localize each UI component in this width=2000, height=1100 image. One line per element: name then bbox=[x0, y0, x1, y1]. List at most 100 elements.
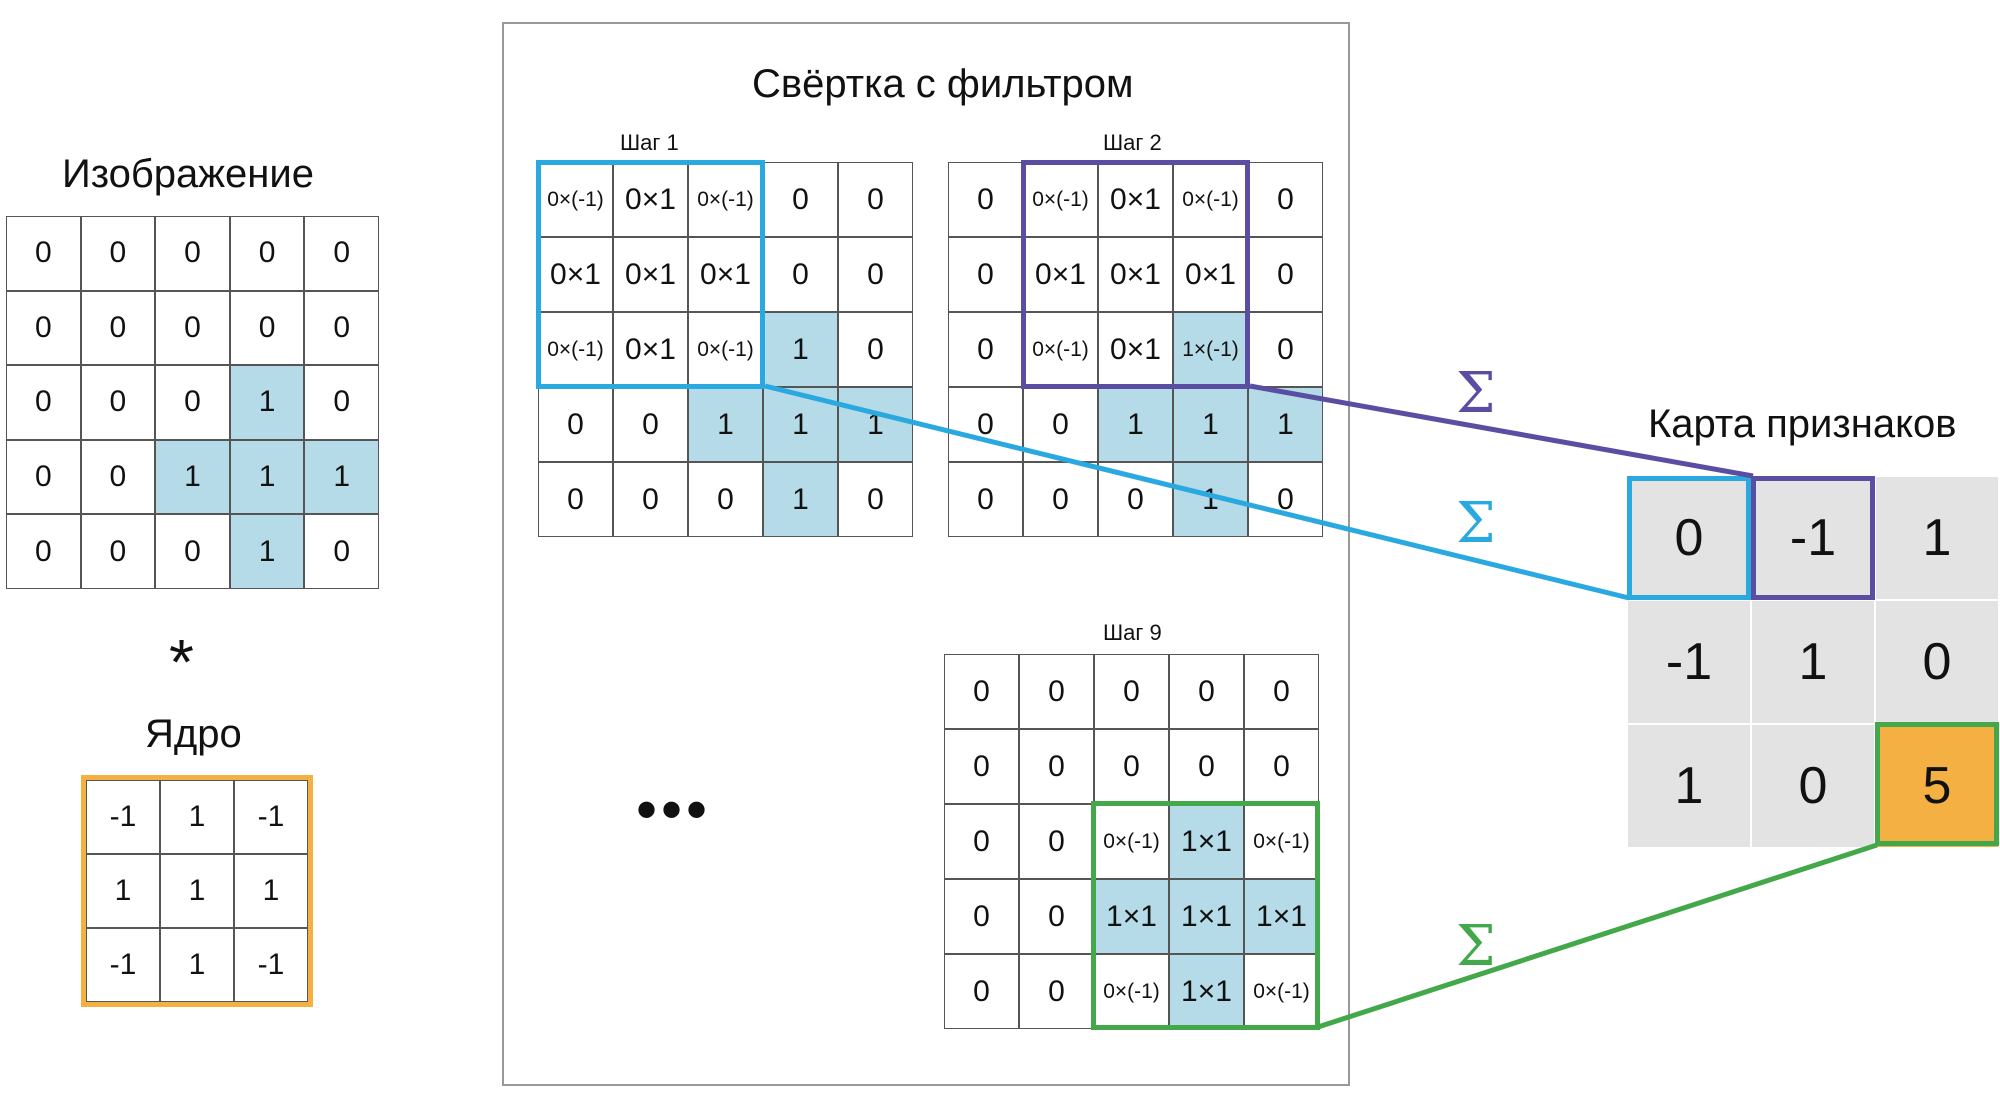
image-cell: 0 bbox=[80, 365, 156, 440]
step-2-cell: 0 bbox=[948, 312, 1023, 387]
step-9-connector bbox=[1317, 842, 1878, 1030]
step-2-cell: 0 bbox=[1248, 462, 1323, 537]
step-1-cell: 0 bbox=[838, 312, 913, 387]
step-2-cell: 0×1 bbox=[1098, 162, 1173, 237]
step-2-cell: 1×(-1) bbox=[1173, 312, 1248, 387]
feature-map-cell: 1 bbox=[1875, 476, 1999, 600]
image-cell: 0 bbox=[80, 216, 156, 291]
kernel-cell: -1 bbox=[234, 928, 308, 1002]
step-9-cell: 0 bbox=[1169, 729, 1244, 804]
step-9-cell: 1×1 bbox=[1169, 954, 1244, 1029]
step-9-cell: 0 bbox=[1094, 654, 1169, 729]
kernel-cell: -1 bbox=[86, 780, 160, 854]
step-9-sum-symbol: Σ bbox=[1456, 914, 1496, 979]
convolution-panel bbox=[502, 22, 1350, 1086]
step-1-cell: 0×1 bbox=[613, 312, 688, 387]
feature-map-cell: 1 bbox=[1627, 724, 1751, 848]
step-2-cell: 0 bbox=[948, 387, 1023, 462]
step-9-cell: 0 bbox=[944, 729, 1019, 804]
step-9-cell: 0 bbox=[1169, 654, 1244, 729]
step-1-cell: 0 bbox=[538, 462, 613, 537]
image-cell: 0 bbox=[155, 216, 230, 291]
convolution-operator: * bbox=[169, 626, 194, 698]
image-cell: 1 bbox=[229, 365, 305, 440]
step-2-cell: 0×1 bbox=[1098, 237, 1173, 312]
kernel-cell: -1 bbox=[234, 780, 308, 854]
step-9-cell: 1×1 bbox=[1094, 879, 1169, 954]
image-cell: 0 bbox=[304, 290, 379, 366]
step-9-cell: 0 bbox=[1019, 654, 1094, 729]
step-1-cell: 1 bbox=[763, 312, 838, 387]
step-9-cell: 0 bbox=[1019, 879, 1094, 954]
feature-map-cell: 1 bbox=[1751, 600, 1875, 724]
step-9-cell: 0 bbox=[1019, 729, 1094, 804]
image-cell: 0 bbox=[304, 514, 379, 589]
step-9-cell: 0 bbox=[1244, 729, 1319, 804]
image-cell: 0 bbox=[155, 290, 230, 366]
ellipsis: ••• bbox=[636, 776, 712, 843]
image-cell: 0 bbox=[229, 216, 305, 291]
step-9-cell: 1×1 bbox=[1244, 879, 1319, 954]
step-1-cell: 0 bbox=[838, 162, 913, 237]
step-2-cell: 0 bbox=[1023, 387, 1098, 462]
feature-map-cell: -1 bbox=[1627, 600, 1751, 724]
image-cell: 0 bbox=[80, 514, 156, 589]
step-1-cell: 0×(-1) bbox=[538, 162, 613, 237]
image-cell: 1 bbox=[229, 439, 305, 515]
step-1-sum-symbol: Σ bbox=[1456, 491, 1496, 556]
step-1-label: Шаг 1 bbox=[620, 130, 679, 155]
kernel-cell: 1 bbox=[160, 780, 234, 854]
step-1-cell: 0×1 bbox=[538, 237, 613, 312]
step-2-cell: 0×(-1) bbox=[1023, 162, 1098, 237]
image-cell: 0 bbox=[6, 290, 81, 366]
image-cell: 0 bbox=[155, 365, 230, 440]
step-9-cell: 0×(-1) bbox=[1094, 954, 1169, 1029]
step-1-cell: 0×1 bbox=[688, 237, 763, 312]
step-2-cell: 0×1 bbox=[1173, 237, 1248, 312]
image-cell: 1 bbox=[155, 439, 230, 515]
kernel-cell: 1 bbox=[160, 854, 234, 928]
step-2-connector bbox=[1249, 383, 1754, 479]
feature-map-cell: 0 bbox=[1875, 600, 1999, 724]
feature-map-title: Карта признаков bbox=[1648, 402, 1957, 446]
step-2-cell: 0 bbox=[1248, 162, 1323, 237]
step-9-cell: 0×(-1) bbox=[1094, 804, 1169, 879]
step-2-cell: 0 bbox=[948, 462, 1023, 537]
step-1-cell: 0 bbox=[613, 387, 688, 462]
step-9-cell: 0 bbox=[1244, 654, 1319, 729]
image-cell: 1 bbox=[229, 514, 305, 589]
step-2-cell: 1 bbox=[1173, 387, 1248, 462]
step-2-cell: 0 bbox=[948, 237, 1023, 312]
kernel-cell: 1 bbox=[234, 854, 308, 928]
image-cell: 0 bbox=[304, 216, 379, 291]
step-9-label: Шаг 9 bbox=[1103, 620, 1162, 645]
step-2-cell: 0 bbox=[948, 162, 1023, 237]
step-2-cell: 1 bbox=[1248, 387, 1323, 462]
kernel-cell: -1 bbox=[86, 928, 160, 1002]
image-cell: 0 bbox=[80, 290, 156, 366]
step-1-cell: 0 bbox=[838, 237, 913, 312]
image-cell: 0 bbox=[6, 514, 81, 589]
image-title: Изображение bbox=[62, 152, 314, 196]
image-cell: 0 bbox=[155, 514, 230, 589]
step-1-cell: 0×1 bbox=[613, 237, 688, 312]
step-1-cell: 0×(-1) bbox=[688, 162, 763, 237]
step-9-cell: 0 bbox=[944, 879, 1019, 954]
feature-map-cell: 0 bbox=[1751, 724, 1875, 848]
step-1-cell: 0 bbox=[838, 462, 913, 537]
step-9-cell: 0 bbox=[944, 954, 1019, 1029]
step-9-cell: 1×1 bbox=[1169, 804, 1244, 879]
kernel-title: Ядро bbox=[145, 712, 242, 756]
step-2-label: Шаг 2 bbox=[1103, 130, 1162, 155]
image-cell: 0 bbox=[6, 365, 81, 440]
convolution-title: Свёртка с фильтром bbox=[752, 62, 1134, 106]
image-cell: 0 bbox=[229, 290, 305, 366]
image-cell: 0 bbox=[80, 439, 156, 515]
image-cell: 0 bbox=[304, 365, 379, 440]
step-1-cell: 0 bbox=[613, 462, 688, 537]
step-9-cell: 0 bbox=[1094, 729, 1169, 804]
step-1-cell: 0×(-1) bbox=[688, 312, 763, 387]
